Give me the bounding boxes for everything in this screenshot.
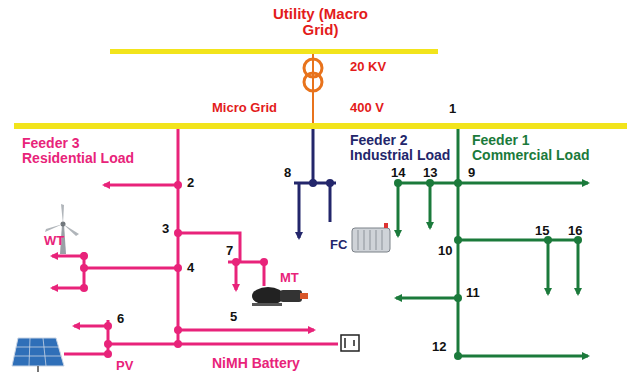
voltage-label: 20 KV [350, 60, 386, 74]
callout-number: 8 [284, 166, 291, 180]
callout-number: 10 [438, 244, 452, 258]
source-label: WT [44, 234, 64, 248]
microgrid-bus [14, 123, 627, 129]
feeder-1-nodes [394, 179, 582, 360]
callout-number: 2 [187, 176, 194, 190]
callout-number: 16 [568, 224, 582, 238]
source-label: FC [330, 238, 347, 252]
feeder-2-wires [294, 129, 336, 238]
callout-number: 1 [449, 102, 456, 116]
feeder-label: Feeder 1 Commercial Load [472, 133, 602, 162]
callout-number: 13 [423, 166, 437, 180]
micro-turbine-icon [252, 287, 308, 306]
wind-turbine-icon [45, 204, 79, 254]
battery-symbol [341, 335, 359, 351]
source-label: MT [280, 271, 299, 285]
grid-title: Utility (Macro Grid) [268, 6, 373, 38]
feeder-2-nodes [309, 179, 334, 187]
callout-number: 6 [117, 312, 124, 326]
callout-number: 5 [230, 310, 237, 324]
callout-number: 7 [226, 244, 233, 258]
feeder-label: Feeder 2 Industrial Load [350, 133, 460, 162]
transformer-lead [312, 54, 314, 124]
transformer-winding [304, 73, 322, 91]
source-label: PV [116, 359, 133, 373]
callout-number: 11 [466, 286, 480, 300]
callout-number: 14 [391, 166, 405, 180]
bus-label: Micro Grid [212, 101, 277, 115]
feeder-3-nodes [80, 181, 268, 358]
utility-bus [110, 49, 438, 54]
feeder-label: Feeder 3 Residential Load [22, 136, 147, 165]
solar-panel-icon [12, 338, 64, 372]
feeder-1-wires [396, 129, 588, 356]
callout-number: 12 [432, 340, 446, 354]
callout-number: 9 [468, 166, 475, 180]
callout-number: 4 [187, 261, 194, 275]
callout-number: 15 [535, 224, 549, 238]
callout-number: 3 [162, 222, 169, 236]
fuel-cell-icon [352, 223, 390, 252]
voltage-label: 400 V [350, 101, 384, 115]
source-label: NiMH Battery [212, 356, 300, 371]
